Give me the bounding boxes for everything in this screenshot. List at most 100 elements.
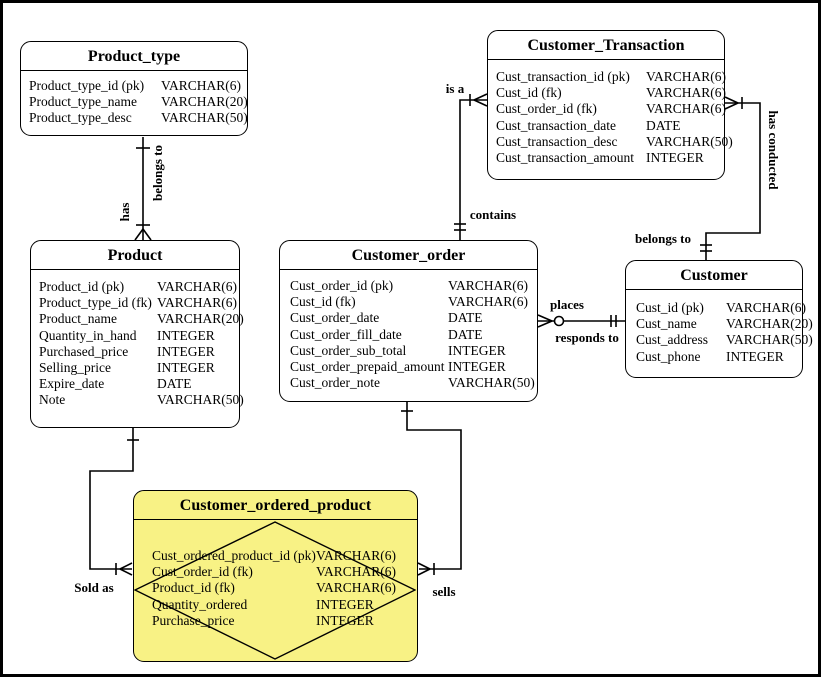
attribute-type: VARCHAR(20) <box>726 316 813 332</box>
attribute-type: DATE <box>448 310 483 326</box>
attribute-name: Cust_order_prepaid_amount <box>290 359 445 375</box>
attribute-name: Cust_id (fk) <box>496 85 562 101</box>
attribute-type: VARCHAR(6) <box>448 294 529 310</box>
attribute-name: Cust_phone <box>636 348 701 364</box>
attribute-type: VARCHAR(6) <box>646 85 727 101</box>
attribute-name: Cust_id (fk) <box>290 294 356 310</box>
attribute-type: DATE <box>448 326 483 342</box>
attribute-name: Quantity_ordered <box>152 596 248 612</box>
attribute-row: Product_id (fk)VARCHAR(6) <box>152 580 409 596</box>
attribute-name: Product_id (pk) <box>39 279 125 294</box>
attribute-type: VARCHAR(6) <box>316 548 397 563</box>
attribute-row: Cust_id (fk) VARCHAR(6) <box>496 85 726 101</box>
many-crow-foot-icon <box>724 102 739 110</box>
attribute-type: INTEGER <box>448 359 506 375</box>
attribute-type: VARCHAR(50) <box>448 375 535 391</box>
entity-title: Customer_Transaction <box>488 31 724 60</box>
attribute-row: Product_type_desc VARCHAR(50) <box>29 110 248 126</box>
attribute-name: Cust_name <box>636 316 697 332</box>
relationship-label-belongs-to: belongs to <box>150 145 165 201</box>
attribute-row: Cust_name VARCHAR(20) <box>636 316 813 332</box>
attribute-row: Cust_ordered_product_id (pk)VARCHAR(6) <box>152 548 409 564</box>
attribute-type: VARCHAR(50) <box>646 133 733 149</box>
many-crow-foot-icon <box>119 568 133 576</box>
many-crow-foot-icon <box>417 562 431 570</box>
attribute-row: Cust_order_sub_total INTEGER <box>290 343 527 359</box>
attribute-row: Cust_order_fill_date DATE <box>290 327 527 343</box>
many-crow-foot-icon <box>119 562 133 570</box>
attribute-type: INTEGER <box>448 342 506 358</box>
entity-title: Customer <box>626 261 802 290</box>
entity-product: Product Product_id (pk)VARCHAR(6)Product… <box>30 240 244 428</box>
entity-title: Product <box>31 241 239 270</box>
attribute-name: Expire_date <box>39 376 105 392</box>
attribute-type: VARCHAR(50) <box>161 110 248 126</box>
entity-title: Customer_order <box>280 241 537 270</box>
attribute-name: Cust_transaction_desc <box>496 133 618 149</box>
attribute-row: Cust_order_id (fk)VARCHAR(6) <box>152 564 409 580</box>
attribute-type: DATE <box>646 117 681 133</box>
relationship-product-cop <box>89 428 139 576</box>
attribute-name: Cust_order_date <box>290 310 380 326</box>
attribute-name: Selling_price <box>39 360 111 376</box>
relationship-product-type-product <box>134 137 152 241</box>
attribute-type: VARCHAR(20) <box>157 311 244 327</box>
attribute-name: Product_type_id (pk) <box>29 78 145 93</box>
associative-diamond-icon <box>134 521 416 660</box>
relationship-label-belongs-to: belongs to <box>635 231 691 246</box>
attribute-type: VARCHAR(6) <box>161 78 242 93</box>
attribute-name: Cust_order_fill_date <box>290 326 402 342</box>
attribute-name: Product_type_desc <box>29 110 132 126</box>
attribute-type: DATE <box>157 376 192 392</box>
attribute-type: INTEGER <box>316 612 374 628</box>
attribute-name: Cust_transaction_id (pk) <box>496 69 630 84</box>
attribute-row: Product_type_id (fk)VARCHAR(6) <box>39 295 237 311</box>
attribute-row: Expire_date DATE <box>39 376 231 392</box>
attribute-row: Product_type_id (pk) VARCHAR(6) <box>29 78 242 94</box>
relationship-label-contains: contains <box>469 207 517 222</box>
attribute-type: INTEGER <box>157 343 215 359</box>
many-crow-foot-icon <box>537 314 553 322</box>
attribute-row: Product_name VARCHAR(20) <box>39 311 244 327</box>
attribute-row: Selling_price INTEGER <box>39 360 231 376</box>
many-crow-foot-icon <box>473 99 488 107</box>
relationship-label-has-conducted: has conducted <box>766 110 781 190</box>
attribute-name: Product_name <box>39 311 117 327</box>
attribute-type: INTEGER <box>157 360 215 376</box>
attribute-list: Product_id (pk)VARCHAR(6)Product_type_id… <box>31 270 244 409</box>
attribute-type: VARCHAR(20) <box>161 94 248 110</box>
attribute-type: VARCHAR(6) <box>157 295 238 311</box>
attribute-name: Cust_order_sub_total <box>290 342 407 358</box>
many-crow-foot-icon <box>417 568 431 576</box>
entity-title: Product_type <box>21 42 247 71</box>
entity-customer: Customer Cust_id (pk)VARCHAR(6)Cust_name… <box>625 260 813 378</box>
attribute-row: Product_id (pk)VARCHAR(6) <box>39 279 237 295</box>
relationship-label-sold-as: Sold as <box>74 580 114 595</box>
entity-customer-ordered-product: Customer_ordered_product Cust_ordered_pr… <box>133 490 418 662</box>
many-crow-foot-icon <box>473 93 488 101</box>
attribute-type: INTEGER <box>157 327 215 343</box>
attribute-type: VARCHAR(6) <box>646 101 727 117</box>
relationship-label-is-a: is a <box>445 81 465 96</box>
attribute-type: VARCHAR(6) <box>316 580 397 596</box>
entity-customer-transaction: Customer_Transaction Cust_transaction_id… <box>487 30 733 180</box>
attribute-list: Cust_order_id (pk)VARCHAR(6)Cust_id (fk)… <box>280 270 537 391</box>
relationship-order-customer <box>537 314 625 328</box>
attribute-type: VARCHAR(6) <box>316 564 397 580</box>
relationship-label-sells: sells <box>432 584 456 599</box>
relationship-label-places: places <box>550 297 584 312</box>
attribute-name: Cust_transaction_amount <box>496 150 634 166</box>
many-crow-foot-icon <box>537 320 553 328</box>
zero-circle-icon <box>553 315 565 327</box>
entity-customer-order: Customer_order Cust_order_id (pk)VARCHAR… <box>279 240 538 402</box>
